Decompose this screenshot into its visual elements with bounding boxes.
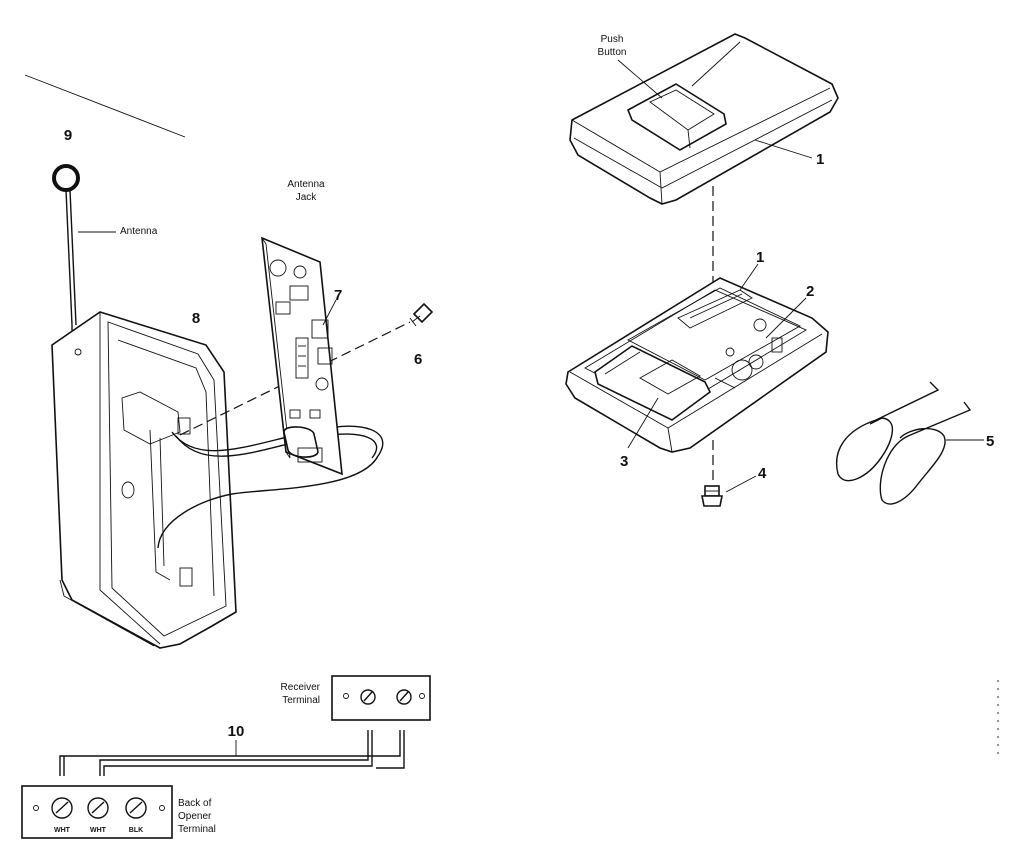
receiver-terminal-label-line2: Terminal xyxy=(282,695,320,706)
two-conductor-wire xyxy=(59,730,405,776)
push-button-leader xyxy=(617,59,663,99)
terminal-marking-1: WHT xyxy=(54,827,71,834)
part-number-circuit-board: 2 xyxy=(806,283,814,300)
scan-line xyxy=(24,74,186,138)
part-number-battery: 3 xyxy=(620,453,628,470)
opener-terminal-label-line2: Opener xyxy=(178,811,212,822)
transmitter-body xyxy=(565,277,829,453)
battery-shape xyxy=(594,345,712,421)
part-number-cover: 1 xyxy=(816,151,824,168)
part-number-body: 1 xyxy=(756,249,764,266)
screw-leader xyxy=(725,475,757,493)
visor-clip xyxy=(836,381,972,505)
receiver-case xyxy=(51,311,237,649)
opener-terminal-block xyxy=(21,785,173,839)
part-number-receiver-board: 7 xyxy=(334,287,342,304)
receiver-terminal-label-line1: Receiver xyxy=(281,682,321,693)
antenna-wire xyxy=(157,425,384,549)
receiver-terminal-block xyxy=(331,675,431,721)
board-leader xyxy=(322,299,337,326)
antenna-label: Antenna xyxy=(120,226,158,237)
transmitter-pcb xyxy=(627,287,801,381)
part-number-screw: 4 xyxy=(758,465,767,482)
terminal-marking-2: WHT xyxy=(90,827,107,834)
push-button-label-line1: Push xyxy=(601,34,624,45)
antenna-jack-label-line2: Jack xyxy=(296,192,318,203)
opener-terminal-label-line1: Back of xyxy=(178,798,212,809)
terminal-marking-3: BLK xyxy=(129,827,143,834)
part-number-receiver-case: 8 xyxy=(192,310,200,327)
receiver-circuit-board xyxy=(261,236,343,476)
antenna-part xyxy=(52,164,80,335)
body-leader xyxy=(739,263,759,291)
transmitter-cover xyxy=(569,33,839,205)
pcb-leader xyxy=(765,297,807,339)
part-number-receiver-screw: 6 xyxy=(414,351,422,368)
battery-leader xyxy=(627,397,659,449)
part-number-antenna: 9 xyxy=(64,127,72,144)
part-number-visor-clip: 5 xyxy=(986,433,994,450)
screw-part xyxy=(701,485,723,507)
cover-leader xyxy=(754,139,813,159)
part-number-wire: 10 xyxy=(228,723,245,740)
opener-terminal-label-line3: Terminal xyxy=(178,824,216,835)
receiver-screw xyxy=(409,302,434,327)
antenna-jack-label-line1: Antenna xyxy=(287,179,325,190)
push-button-label-line2: Button xyxy=(598,47,627,58)
